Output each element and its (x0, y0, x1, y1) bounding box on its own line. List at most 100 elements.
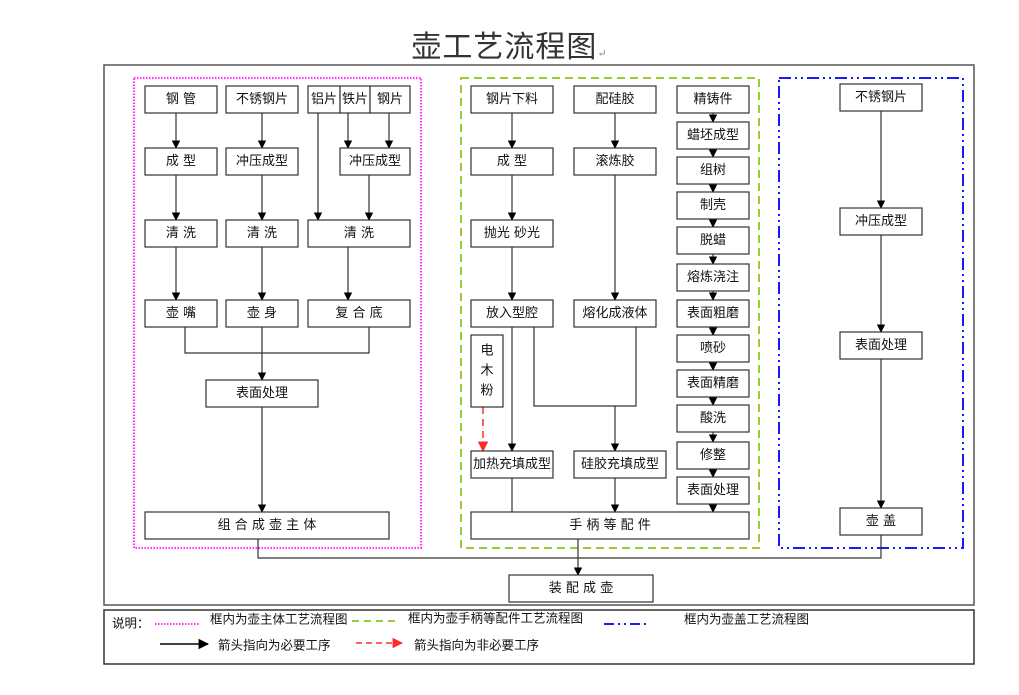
legend-text-lid: 框内为壶盖工艺流程图 (684, 612, 809, 627)
node-label: 硅胶充填成型 (581, 456, 659, 472)
legend-text-optional: 箭头指向为非必要工序 (414, 638, 539, 653)
node-label: 滚炼胶 (595, 153, 634, 169)
node-box (339, 147, 411, 176)
node-box (470, 147, 554, 176)
node-box (369, 85, 411, 114)
flow-node-m-stainless: 不锈钢片 (225, 85, 299, 114)
node-label: 表面处理 (236, 386, 288, 401)
legend-text-required: 箭头指向为必要工序 (218, 638, 331, 653)
node-box (307, 85, 341, 114)
node-box (339, 85, 371, 114)
accessories-group-frame (460, 77, 760, 549)
flow-node-a-heatfill: 加热充填成型 (470, 450, 554, 479)
node-box (225, 147, 299, 176)
node-label: 组树 (700, 163, 726, 178)
lid-group-frame (778, 77, 964, 549)
node-label: 表面粗磨 (687, 306, 739, 321)
node-box (470, 334, 504, 408)
node-label: 表面精磨 (687, 376, 739, 391)
flow-node-m-stamp1: 冲压成型 (225, 147, 299, 176)
node-box (470, 511, 750, 540)
node-box (676, 441, 750, 470)
legend-label: 说明： (112, 616, 150, 631)
node-label: 脱蜡 (700, 233, 726, 248)
main-body-group-frame (132, 76, 423, 550)
flow-node-a-tree: 组树 (676, 156, 750, 185)
paragraph-mark: ↵ (597, 47, 608, 60)
node-box (144, 219, 218, 248)
node-label: 钢 管 (166, 92, 196, 107)
node-box (307, 299, 411, 328)
node-box (225, 219, 299, 248)
node-box (225, 299, 299, 328)
node-box (676, 476, 750, 505)
node-box (573, 85, 657, 114)
flow-node-m-base: 复 合 底 (307, 299, 411, 328)
node-label: 铝片 (311, 92, 337, 107)
node-label: 清 洗 (344, 226, 374, 241)
flow-node-a-rough: 表面粗磨 (676, 299, 750, 328)
node-box (470, 85, 554, 114)
node-box (839, 207, 923, 236)
flow-node-l-stainless: 不锈钢片 (839, 83, 923, 112)
node-box (470, 219, 554, 248)
node-label: 壶 嘴 (166, 306, 196, 321)
flow-node-m-aluminum: 铝片 (307, 85, 341, 114)
node-label: 成 型 (166, 154, 196, 169)
flow-node-m-body: 壶 身 (225, 299, 299, 328)
node-box (839, 83, 923, 112)
flow-node-a-pickle: 酸洗 (676, 404, 750, 433)
node-box (470, 450, 554, 479)
legend-box (103, 609, 975, 665)
node-label: 壶 身 (247, 305, 277, 321)
node-label: 表面处理 (687, 483, 739, 498)
node-label: 修整 (700, 448, 726, 463)
flow-node-a-rubber: 滚炼胶 (573, 147, 657, 176)
flow-node-a-shell: 制壳 (676, 191, 750, 220)
node-label: 装 配 成 壶 (549, 581, 613, 596)
flow-node-a-handle: 手 柄 等 配 件 (470, 511, 750, 540)
node-label: 不锈钢片 (236, 92, 288, 107)
node-label: 铁片 (342, 92, 368, 107)
node-box (573, 147, 657, 176)
flow-node-a-surface: 表面处理 (676, 476, 750, 505)
node-label: 木 (480, 364, 493, 379)
node-box (676, 156, 750, 185)
flow-node-m-clean1: 清 洗 (144, 219, 218, 248)
node-label: 冲压成型 (236, 154, 288, 169)
node-box (225, 85, 299, 114)
node-label: 冲压成型 (349, 154, 401, 169)
flow-node-a-wax: 蜡坯成型 (676, 121, 750, 150)
node-box (144, 299, 218, 328)
node-label: 放入型腔 (486, 306, 538, 321)
node-label: 电 (480, 344, 493, 359)
node-label: 清 洗 (247, 226, 277, 241)
node-box (676, 121, 750, 150)
node-box (839, 507, 923, 536)
node-label: 精铸件 (693, 91, 732, 107)
merge-line-put-melt (533, 327, 637, 407)
node-label: 冲压成型 (855, 214, 907, 229)
node-box (676, 85, 750, 114)
flow-node-a-trim: 修整 (676, 441, 750, 470)
node-label: 喷砂 (700, 341, 726, 356)
node-label: 成 型 (497, 154, 527, 169)
node-box (839, 331, 923, 360)
flow-node-a-silmix: 配硅胶 (573, 85, 657, 114)
node-label: 粉 (480, 384, 493, 399)
flow-node-a-meltliq: 熔化成液体 (573, 299, 657, 328)
flow-node-m-iron: 铁片 (339, 85, 371, 114)
node-label: 壶 盖 (866, 514, 896, 529)
node-box (307, 219, 411, 248)
node-box (676, 226, 750, 255)
node-label: 组 合 成 壶 主 体 (218, 518, 317, 533)
flow-node-a-bakelite: 电木粉 (470, 334, 504, 408)
flow-node-m-forming: 成 型 (144, 147, 218, 176)
node-box (676, 369, 750, 398)
flow-node-a-cast: 精铸件 (676, 85, 750, 114)
flow-node-m-clean3: 清 洗 (307, 219, 411, 248)
flow-node-a-forming: 成 型 (470, 147, 554, 176)
diagram-outer-frame (103, 64, 975, 606)
flow-node-f-assemble: 装 配 成 壶 (508, 574, 654, 603)
